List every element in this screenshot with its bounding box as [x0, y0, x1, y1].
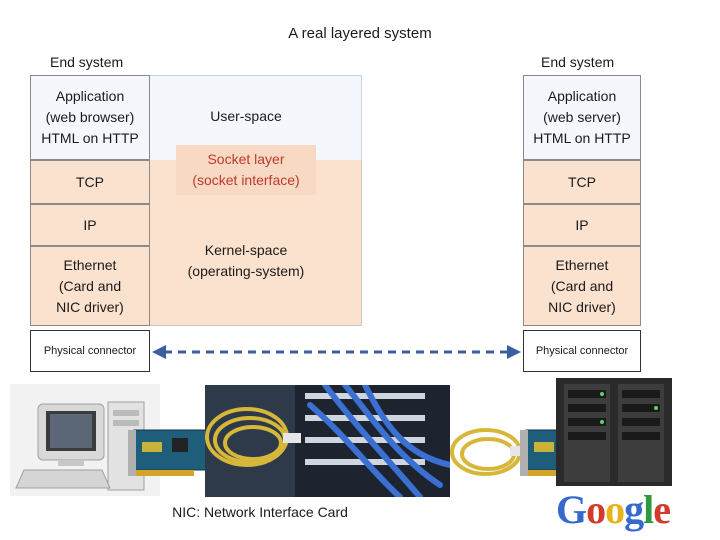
server-rack-image [556, 378, 672, 486]
left-application-line-1: Application [55, 88, 125, 104]
left-ethernet-line-3: NIC driver) [56, 298, 124, 315]
diagram-title: A real layered system [288, 24, 432, 42]
socket-layer-line-1: Socket layer [207, 151, 285, 167]
kernel-space-line-2: (operating-system) [187, 263, 305, 279]
left-ethernet-line-1: Ethernet [63, 256, 117, 273]
right-ethernet-layer: Ethernet (Card and NIC driver) [523, 246, 641, 326]
left-end-system-label: End system [50, 54, 124, 70]
left-application-line-3: HTML on HTTP [41, 130, 139, 146]
right-application-line-1: Application [547, 88, 617, 104]
right-physical-connector: Physical connector [523, 330, 641, 372]
right-ethernet-line-1: Ethernet [555, 256, 609, 273]
socket-layer-box: Socket layer (socket interface) [176, 145, 316, 195]
left-physical-connector: Physical connector [30, 330, 150, 372]
ethernet-cable-image [450, 428, 526, 476]
network-cables-image [205, 385, 450, 497]
left-ethernet-layer: Ethernet (Card and NIC driver) [30, 246, 150, 326]
kernel-space-label: Kernel-space (operating-system) [166, 240, 326, 282]
right-tcp-layer: TCP [523, 160, 641, 204]
left-tcp-layer: TCP [30, 160, 150, 204]
right-application-layer: Application (web server) HTML on HTTP [523, 75, 641, 160]
left-application-layer: Application (web browser) HTML on HTTP [30, 75, 150, 160]
right-end-system-label: End system [541, 54, 615, 70]
nic-caption: NIC: Network Interface Card [172, 504, 348, 520]
user-space-label: User-space [210, 108, 282, 124]
socket-layer-line-2: (socket interface) [192, 172, 300, 188]
left-ethernet-line-2: (Card and [58, 277, 122, 294]
google-logo: Google [556, 487, 671, 532]
right-ethernet-line-2: (Card and [550, 277, 614, 294]
right-ethernet-line-3: NIC driver) [548, 298, 616, 315]
left-application-line-2: (web browser) [45, 109, 135, 125]
kernel-space-line-1: Kernel-space [204, 242, 288, 258]
physical-link-arrow [152, 345, 521, 359]
right-application-line-3: HTML on HTTP [533, 130, 631, 146]
nic-card-left-image [128, 429, 209, 476]
right-application-line-2: (web server) [543, 109, 621, 125]
left-ip-layer: IP [30, 204, 150, 246]
right-ip-layer: IP [523, 204, 641, 246]
